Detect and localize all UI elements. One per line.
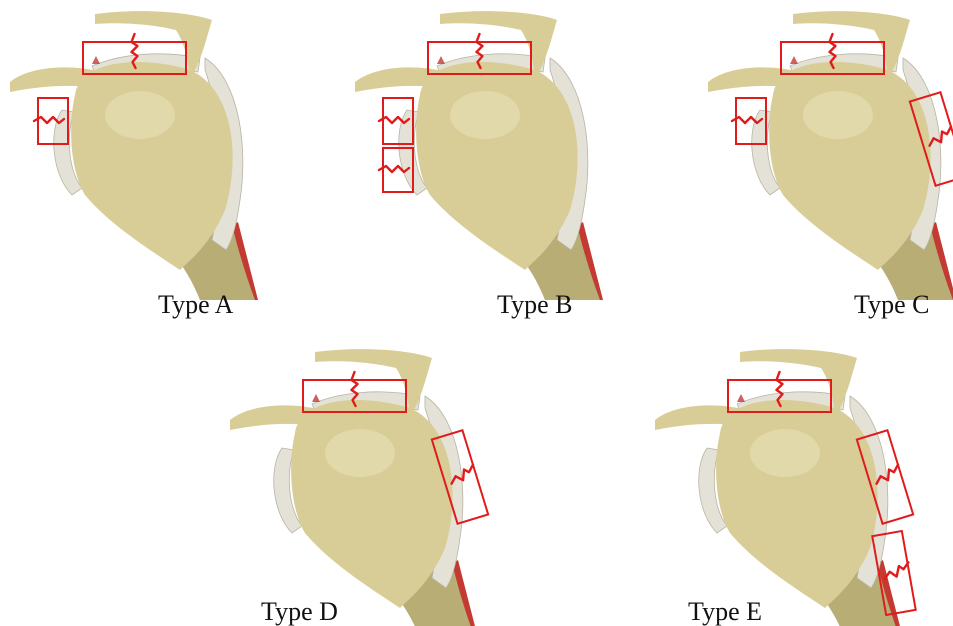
fiber-mark xyxy=(92,56,100,64)
panel-type-c: Type C xyxy=(678,0,953,300)
panel-label-type-b: Type B xyxy=(497,292,572,318)
tear-zigzag-icon xyxy=(883,562,911,578)
panel-label-type-a: Type A xyxy=(158,292,233,318)
humeral-head-highlight xyxy=(803,91,873,139)
fiber-mark xyxy=(312,394,320,402)
bone-group xyxy=(230,349,488,626)
humeral-head-highlight xyxy=(750,429,820,477)
panel-label-type-e: Type E xyxy=(688,599,762,625)
bone-group xyxy=(10,11,258,300)
shoulder-illustration-c xyxy=(678,0,953,300)
shoulder-illustration-d xyxy=(200,330,520,624)
humeral-head-highlight xyxy=(450,91,520,139)
bone-group xyxy=(655,349,917,626)
shoulder-illustration-b xyxy=(345,0,665,300)
panel-type-a: Type A xyxy=(0,0,320,300)
fiber-mark xyxy=(437,56,445,64)
humeral-head-highlight xyxy=(325,429,395,477)
fiber-mark xyxy=(790,56,798,64)
panel-label-type-c: Type C xyxy=(854,292,929,318)
panel-type-b: Type B xyxy=(345,0,665,300)
panel-label-type-d: Type D xyxy=(261,599,338,625)
bone-group xyxy=(708,11,953,300)
bone-group xyxy=(355,11,603,300)
shoulder-illustration-e xyxy=(625,330,945,624)
fiber-mark xyxy=(737,394,745,402)
shoulder-illustration-a xyxy=(0,0,320,300)
humeral-head-highlight xyxy=(105,91,175,139)
panel-type-e: Type E xyxy=(625,330,945,624)
panel-type-d: Type D xyxy=(200,330,520,624)
